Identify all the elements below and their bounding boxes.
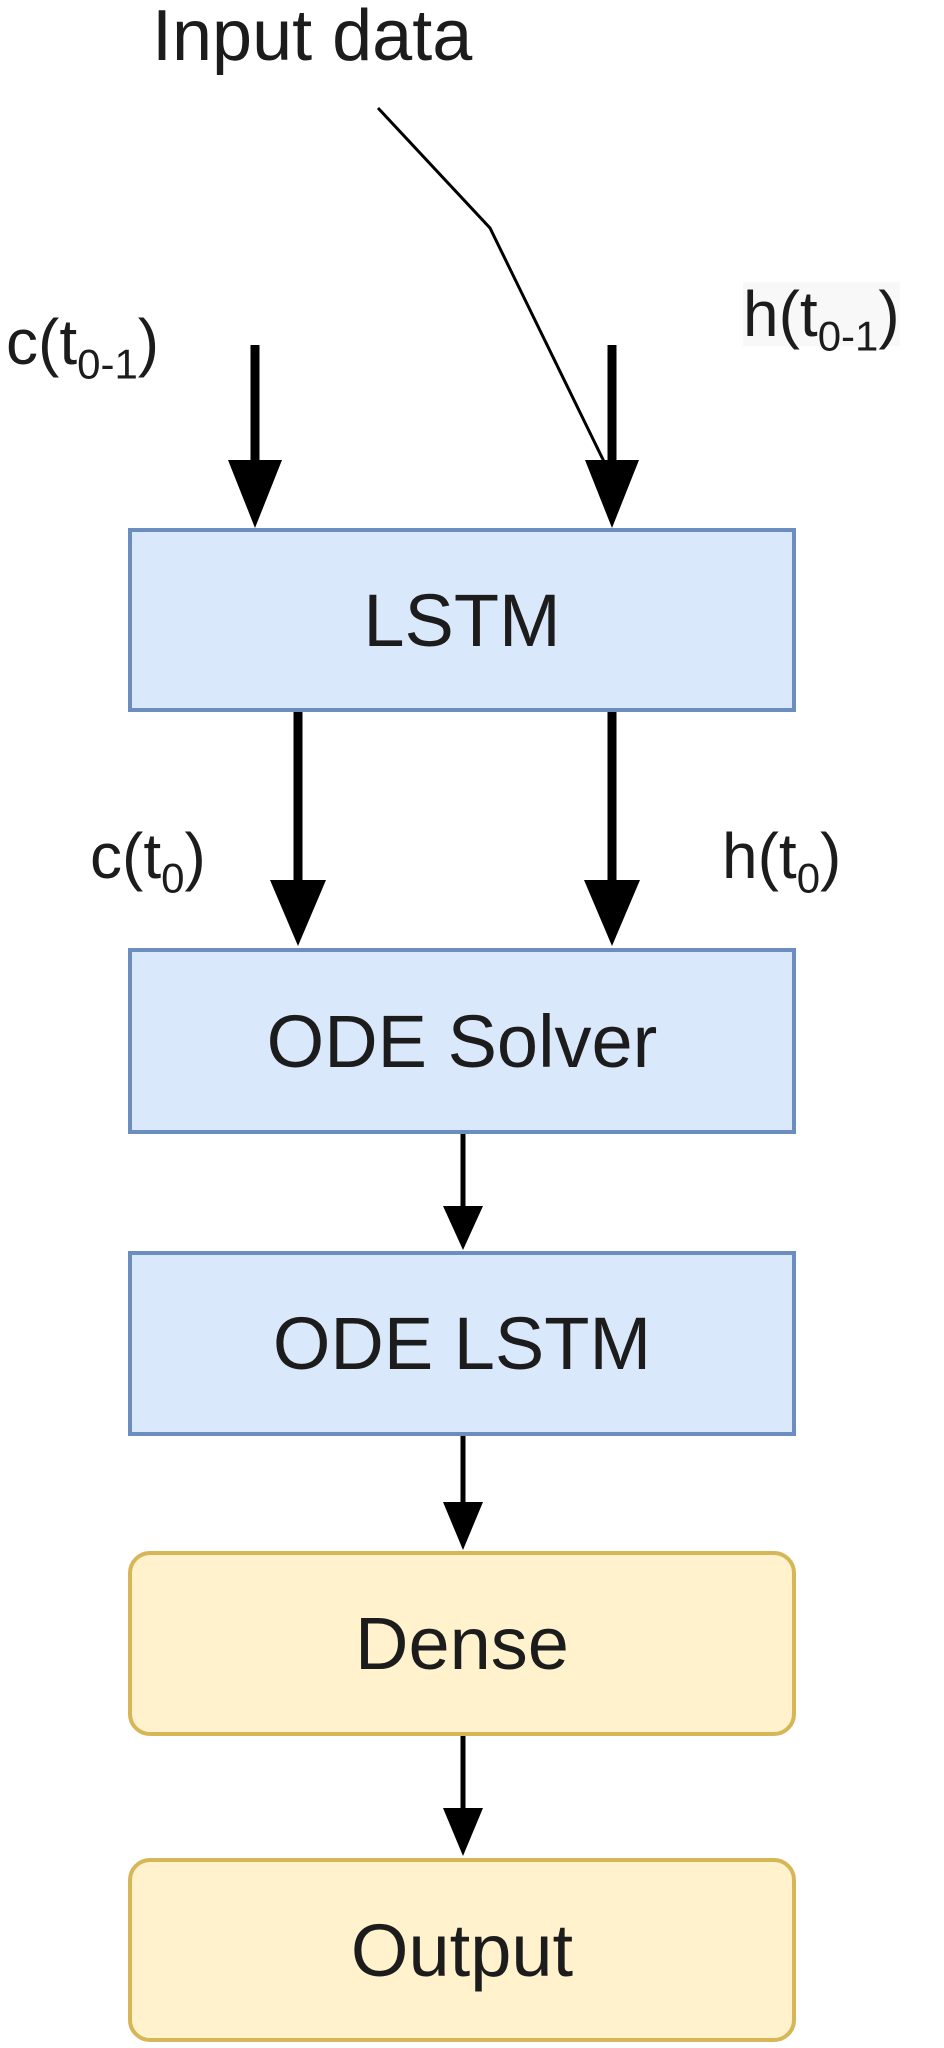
lstm-node: LSTM <box>128 528 796 712</box>
h-t0-label: h(t0) <box>722 824 841 899</box>
c-prev-label-base: c(t <box>6 306 78 378</box>
output-node-label: Output <box>350 1908 574 1992</box>
h-prev-label-base: h(t <box>743 278 818 350</box>
c-t0-label-close: ) <box>184 820 206 892</box>
odelstm-to-dense-arrowhead <box>443 1502 483 1550</box>
h-t0-label-sub: 0 <box>796 854 821 902</box>
h-prev-label-sub: 0-1 <box>817 312 879 360</box>
c-t0-label-sub: 0 <box>161 854 185 902</box>
h-t0-label-base: h(t <box>722 820 797 892</box>
output-node: Output <box>128 1858 796 2042</box>
h-t0-arrowhead <box>584 880 640 946</box>
solver-to-odelstm-arrowhead <box>443 1206 483 1250</box>
h-prev-label: h(t0-1) <box>743 282 900 357</box>
h-t0-label-close: ) <box>820 820 842 892</box>
c-t0-label-base: c(t <box>90 820 162 892</box>
dense-to-output-arrowhead <box>443 1808 483 1856</box>
h-prev-arrowhead <box>585 460 639 528</box>
c-t0-label: c(t0) <box>90 824 206 899</box>
dense-node: Dense <box>128 1551 796 1736</box>
input-data-label: Input data <box>152 0 473 76</box>
c-prev-arrowhead <box>228 460 282 528</box>
ode-solver-node-label: ODE Solver <box>266 999 658 1083</box>
h-prev-label-close: ) <box>878 278 900 350</box>
c-prev-label-close: ) <box>137 306 160 378</box>
c-prev-label: c(t0-1) <box>6 310 159 385</box>
ode-lstm-node-label: ODE LSTM <box>272 1302 652 1385</box>
dense-node-label: Dense <box>355 1602 569 1685</box>
ode-lstm-node: ODE LSTM <box>128 1251 796 1436</box>
input-data-connector <box>376 106 614 479</box>
c-t0-arrowhead <box>270 880 326 946</box>
lstm-node-label: LSTM <box>363 578 561 662</box>
ode-solver-node: ODE Solver <box>128 948 796 1134</box>
c-prev-label-sub: 0-1 <box>77 340 138 388</box>
